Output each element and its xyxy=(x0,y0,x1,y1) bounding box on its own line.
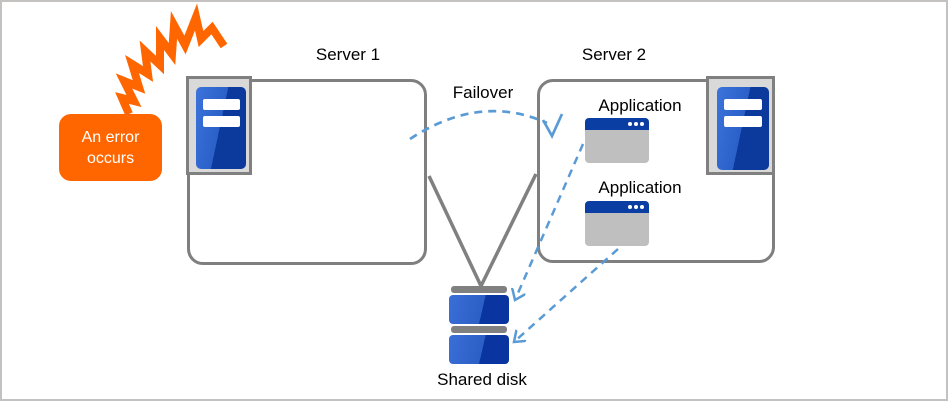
application1-label: Application xyxy=(598,96,682,115)
application2-label: Application xyxy=(598,178,682,197)
server1-label: Server 1 xyxy=(315,45,381,64)
window-titlebar-icon xyxy=(585,201,649,213)
disk-lid-icon xyxy=(451,326,507,333)
window-dot-icon xyxy=(640,122,644,126)
disk-body-icon xyxy=(449,335,509,364)
server2-server-icon xyxy=(706,76,775,175)
window-dot-icon xyxy=(628,205,632,209)
window-dot-icon xyxy=(634,122,638,126)
server2-label: Server 2 xyxy=(581,45,647,64)
window-dot-icon xyxy=(640,205,644,209)
application1-window-icon xyxy=(585,118,649,163)
server1-disk-line xyxy=(427,175,483,287)
window-dot-icon xyxy=(634,205,638,209)
window-titlebar-icon xyxy=(585,118,649,130)
server-chassis-icon xyxy=(196,87,246,169)
disk-body-icon xyxy=(449,295,509,324)
server-chassis-icon xyxy=(717,87,769,170)
application2-window-icon xyxy=(585,201,649,246)
server-slot-icon xyxy=(724,99,762,110)
shared-disk-label: Shared disk xyxy=(437,370,527,389)
error-callout: An error occurs xyxy=(59,114,162,181)
server-slot-icon xyxy=(203,116,240,127)
error-callout-line1: An error xyxy=(81,128,140,146)
server-slot-icon xyxy=(203,99,240,110)
failover-arrow xyxy=(409,109,548,141)
window-dot-icon xyxy=(628,122,632,126)
disk-stack-icon xyxy=(449,286,509,366)
server-slot-icon xyxy=(724,116,762,127)
failover-label: Failover xyxy=(452,83,514,102)
error-callout-line2: occurs xyxy=(86,149,135,167)
disk-lid-icon xyxy=(451,286,507,293)
server1-server-icon xyxy=(186,76,252,175)
server2-disk-line xyxy=(479,173,538,287)
